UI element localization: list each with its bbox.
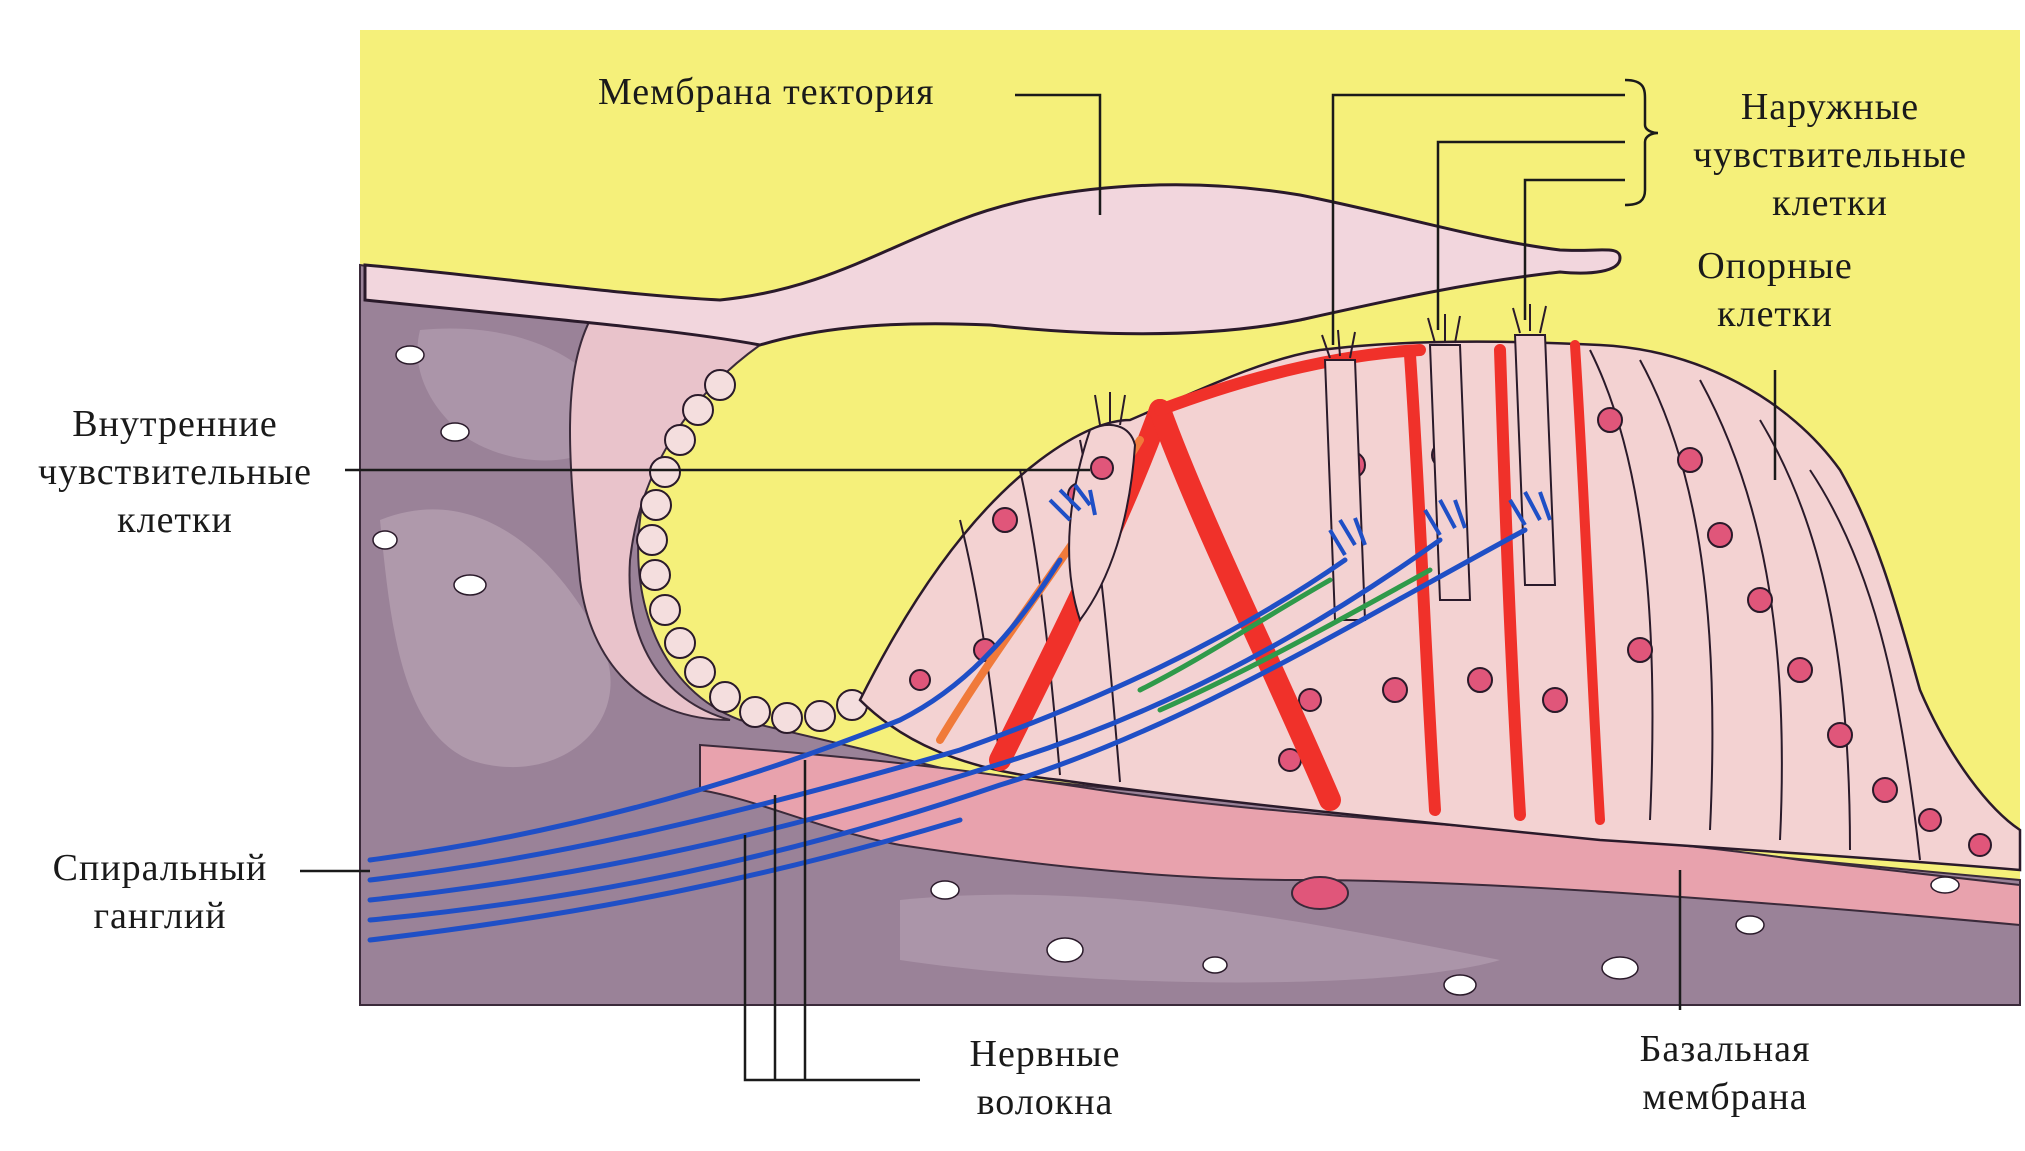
label-fibers-line-2: волокна (976, 1081, 1114, 1123)
outer-brace (1624, 78, 1659, 207)
tissue-swirl (900, 894, 1500, 983)
label-support-line-1: Опорные (1697, 245, 1853, 287)
inner-hair-cell (1068, 392, 1137, 623)
label-fibers-line-1: Нервные (969, 1033, 1121, 1075)
label-basal-line-1: Базальная (1639, 1028, 1811, 1070)
label-inner-line-1: Внутренние (72, 403, 278, 445)
basal-membrane-band (699, 743, 2021, 927)
leader-tectorial (1015, 93, 1102, 215)
label-spiral-ganglion: Спиральный ганглий (20, 844, 300, 940)
label-ganglion-line-2: ганглий (93, 895, 227, 937)
label-tectorial-line: Мембрана тектория (598, 71, 935, 113)
label-basal-membrane: Базальная мембрана (1600, 1025, 1850, 1121)
label-basal-line-2: мембрана (1642, 1076, 1808, 1118)
leader-lines (300, 78, 1777, 1082)
label-inner-hair-cells: Внутренние чувствительные клетки (5, 400, 345, 544)
label-inner-line-3: клетки (117, 499, 233, 541)
label-ganglion-line-1: Спиральный (52, 847, 268, 889)
basal-vessel (1291, 876, 1349, 910)
label-supporting-cells: Опорные клетки (1655, 242, 1895, 338)
label-outer-line-3: клетки (1772, 182, 1888, 224)
label-outer-hair-cells: Наружные чувствительные клетки (1660, 83, 2000, 227)
leader-outer-3 (1523, 178, 1625, 320)
inner-sulcus-cells (636, 369, 868, 734)
organ-of-corti-cells (858, 340, 2022, 872)
nerve-endings (1048, 483, 1552, 557)
leader-fibers-1 (743, 835, 920, 1082)
tissue-swirl (380, 509, 611, 768)
tissue-vessels (372, 345, 1960, 996)
label-tectorial-membrane: Мембрана тектория (598, 68, 934, 116)
leader-outer-1 (1331, 93, 1625, 345)
tectorial-membrane-shape (363, 183, 1622, 347)
label-outer-line-1: Наружные (1740, 86, 1920, 128)
label-support-line-2: клетки (1717, 293, 1833, 335)
label-nerve-fibers: Нервные волокна (930, 1030, 1160, 1126)
label-outer-line-2: чувствительные (1692, 134, 1968, 176)
label-inner-line-2: чувствительные (37, 451, 313, 493)
nerve-fibers (367, 527, 1528, 943)
leader-outer-2 (1436, 140, 1625, 330)
